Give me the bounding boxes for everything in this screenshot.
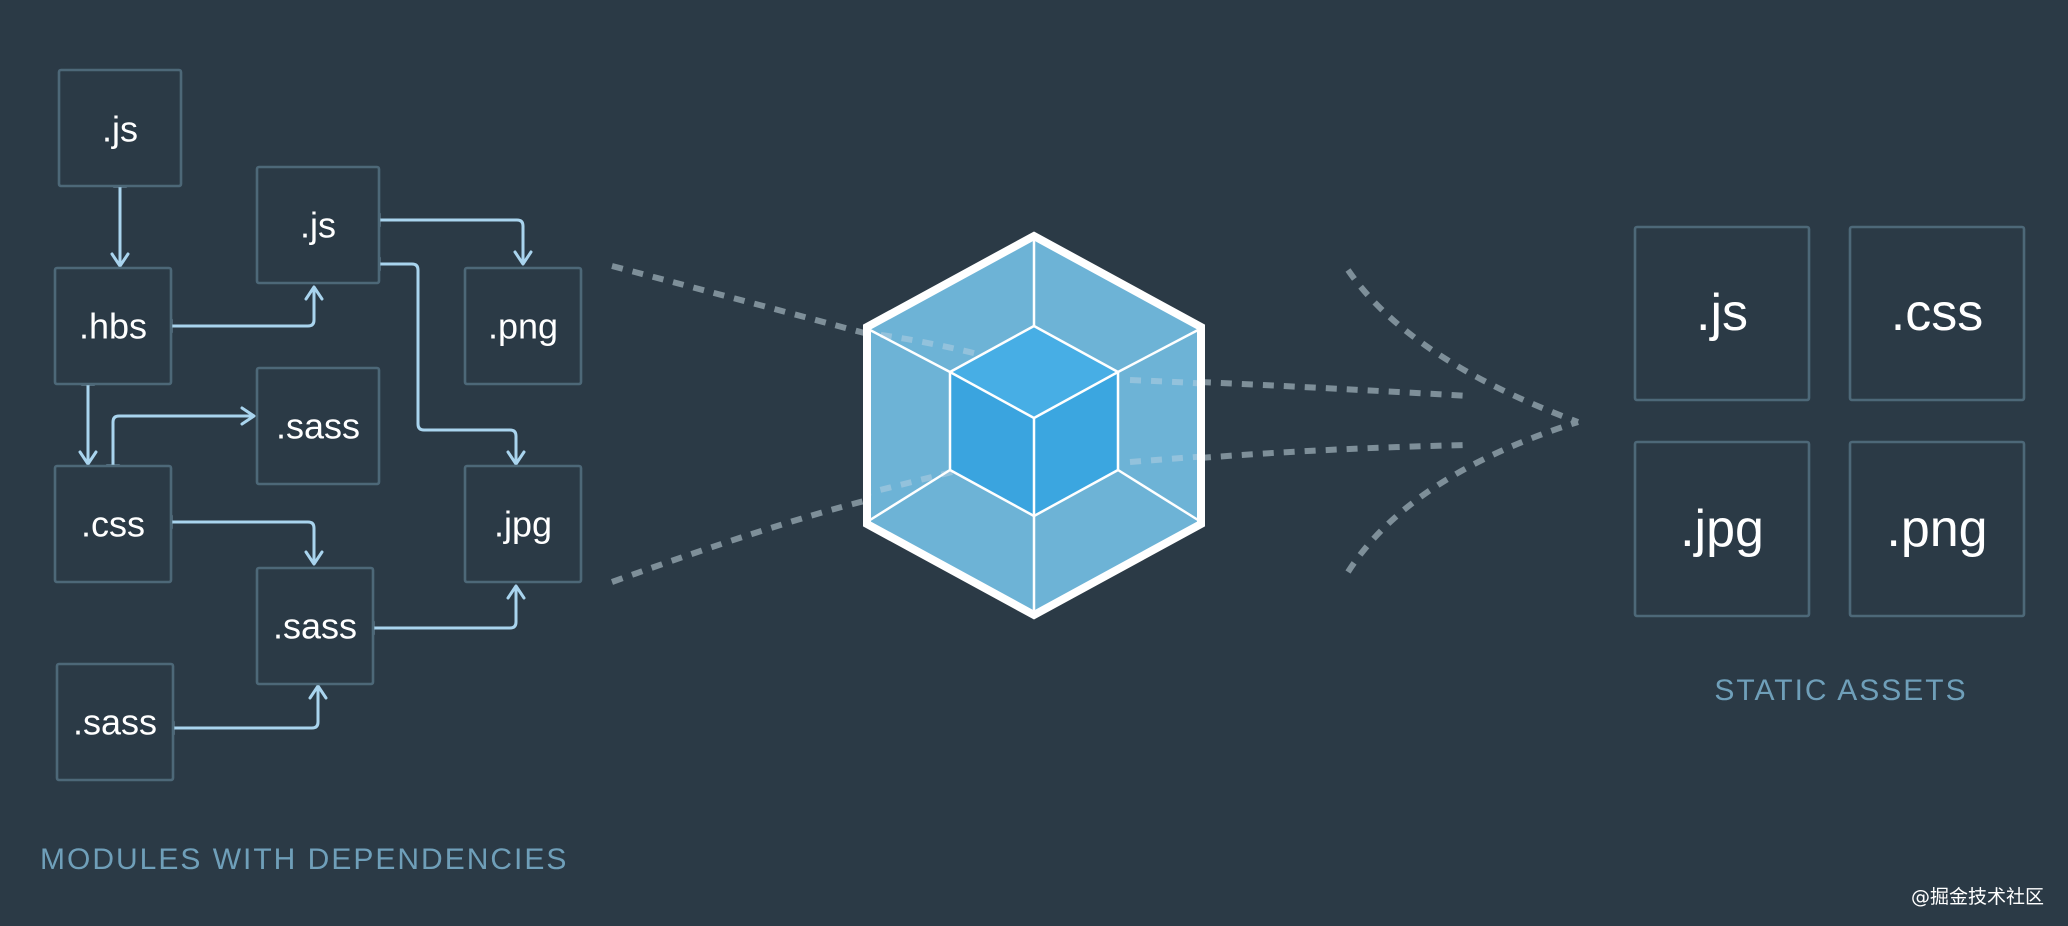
- module-label: .js: [300, 205, 336, 246]
- module-label: .sass: [273, 606, 357, 647]
- module-sass-top: .sass: [255, 366, 381, 486]
- module-label: .jpg: [494, 504, 552, 545]
- module-png: .png: [463, 266, 583, 386]
- arrow-css-to-sass-mid: [171, 520, 316, 564]
- arrow-head: [308, 684, 328, 700]
- arrow-head: [78, 450, 98, 466]
- module-hbs: .hbs: [53, 266, 173, 386]
- module-sass-mid: .sass: [255, 566, 375, 686]
- input-stream-top: [611, 263, 869, 337]
- arrow-js-to-png: [379, 218, 525, 264]
- stream-through-cube: [1129, 377, 1201, 387]
- arrow-head: [506, 450, 526, 466]
- arrow-hbs-to-js: [171, 287, 316, 328]
- arrow-head: [506, 584, 526, 600]
- arrow-sass-bottom-to-sass-mid: [173, 686, 320, 730]
- arrow-head: [240, 406, 256, 426]
- module-label: .png: [488, 306, 558, 347]
- stream-through-cube: [1129, 453, 1201, 465]
- module-jpg: .jpg: [463, 464, 583, 584]
- asset-label: .css: [1891, 284, 1983, 342]
- arrow-css-to-sass: [111, 414, 254, 466]
- module-css: .css: [53, 464, 173, 584]
- asset-nodes: .js .css .jpg .png: [1633, 225, 2026, 618]
- asset-css: .css: [1848, 225, 2026, 402]
- module-js-mid: .js: [255, 165, 381, 285]
- module-label: .js: [102, 109, 138, 150]
- cube-outline: [863, 231, 1205, 620]
- modules-section-title: MODULES WITH DEPENDENCIES: [40, 843, 568, 876]
- watermark-text: @掘金技术社区: [1911, 886, 2044, 908]
- module-nodes: .js .js .hbs .png .sass .css: [53, 68, 583, 782]
- arrow-head: [110, 252, 130, 268]
- cube-inner-right: [1034, 372, 1118, 516]
- asset-png: .png: [1848, 440, 2026, 618]
- asset-jpg: .jpg: [1633, 440, 1811, 618]
- asset-label: .js: [1696, 284, 1748, 342]
- module-label: .sass: [276, 406, 360, 447]
- module-sass-bottom: .sass: [55, 662, 175, 782]
- output-stream-curve-bottom: [1345, 419, 1579, 574]
- module-label: .css: [81, 504, 145, 545]
- output-stream-bottom: [1199, 442, 1471, 461]
- assets-section-title: STATIC ASSETS: [1714, 674, 1967, 707]
- cube-inner-edges: [869, 240, 1199, 612]
- output-stream-top: [1199, 379, 1471, 399]
- asset-label: .jpg: [1680, 500, 1764, 558]
- output-stream-curve-top: [1345, 268, 1580, 425]
- cube-inner-left: [950, 372, 1034, 516]
- arrow-head: [513, 250, 533, 266]
- arrow-head: [304, 550, 324, 566]
- arrow-head: [304, 285, 324, 301]
- webpack-cube-icon: [863, 231, 1205, 620]
- module-label: .sass: [73, 702, 157, 743]
- stream-through-cube: [867, 447, 1041, 498]
- input-stream-bottom: [610, 497, 869, 585]
- arrow-js-to-jpg: [379, 262, 518, 464]
- dotted-streams: [610, 263, 1580, 585]
- asset-label: .png: [1886, 500, 1987, 558]
- asset-js: .js: [1633, 225, 1811, 402]
- module-label: .hbs: [79, 306, 147, 347]
- arrow-sass-to-jpg: [373, 586, 518, 630]
- module-js-top: .js: [57, 68, 183, 188]
